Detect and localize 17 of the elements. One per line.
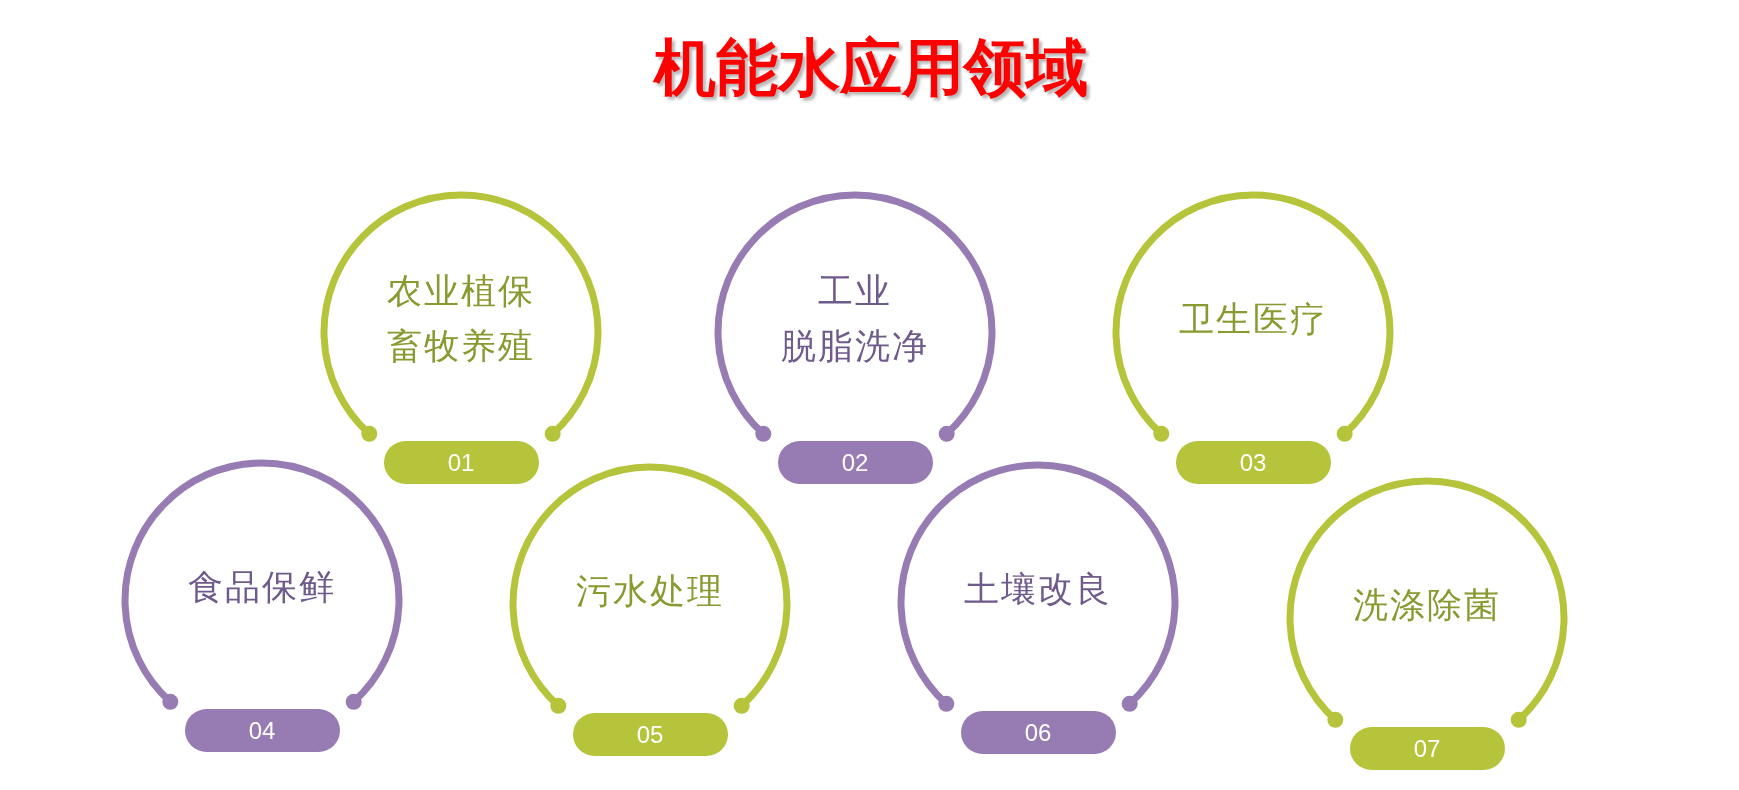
area-label: 畜牧养殖 (387, 325, 535, 368)
number-pill: 06 (960, 711, 1116, 754)
area-label: 工业 (818, 270, 892, 313)
area-label: 污水处理 (576, 569, 724, 613)
number-pill: 07 (1349, 727, 1505, 770)
number-pill: 01 (383, 441, 539, 484)
area-label: 食品保鲜 (188, 565, 336, 609)
number-pill: 05 (572, 713, 728, 756)
title: 机能水应用领域 (654, 30, 1088, 106)
area-label: 卫生医疗 (1179, 297, 1327, 341)
number-pill: 04 (184, 709, 340, 752)
number-pill: 03 (1175, 441, 1331, 484)
area-label: 洗涤除菌 (1353, 583, 1501, 627)
area-label: 土壤改良 (964, 567, 1112, 611)
area-label: 农业植保 (387, 270, 535, 313)
area-label: 脱脂洗净 (781, 325, 929, 368)
number-pill: 02 (777, 441, 933, 484)
